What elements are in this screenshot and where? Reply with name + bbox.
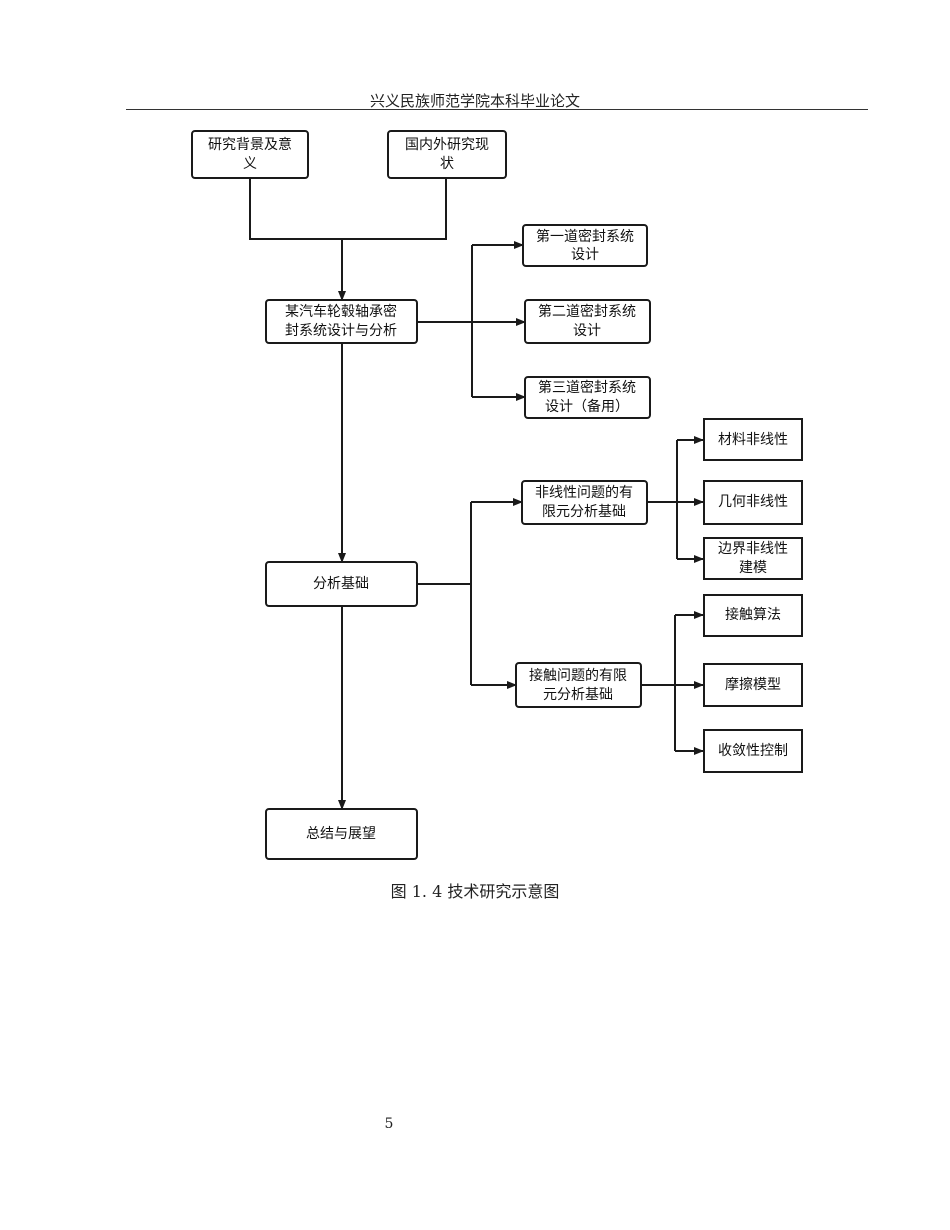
node-summary-outlook: 总结与展望 [265,808,418,860]
node-label: 设计 [573,323,601,339]
node-label: 非线性问题的有 [535,485,633,501]
node-label: 第三道密封系统 [538,379,636,396]
page-header: 兴义民族师范学院本科毕业论文 [369,92,580,110]
node-boundary-nonlinearity: 边界非线性 建模 [703,537,803,580]
node-label: 国内外研究现 [405,137,489,153]
node-label: 第二道密封系统 [538,303,636,320]
node-material-nonlinearity: 材料非线性 [703,418,803,461]
node-seal-3: 第三道密封系统 设计（备用） [524,376,651,419]
node-label: 分析基础 [313,575,369,592]
header-rule [126,109,868,110]
node-label: 元分析基础 [543,686,613,703]
node-label: 第一道密封系统 [536,228,634,245]
node-convergence-control: 收敛性控制 [703,729,803,773]
node-label: 封系统设计与分析 [285,323,397,339]
node-label: 限元分析基础 [542,503,626,520]
node-label: 材料非线性 [718,432,788,448]
page-number: 5 [384,1116,394,1132]
node-label: 边界非线性 [718,541,788,557]
figure-caption: 图 1. 4 技术研究示意图 [390,882,560,901]
node-geometric-nonlinearity: 几何非线性 [703,480,803,525]
node-label: 某汽车轮毂轴承密 [285,303,397,320]
node-label: 总结与展望 [306,826,376,842]
node-label: 接触问题的有限 [529,667,627,684]
node-label: 接触算法 [725,606,781,623]
node-contact-fea: 接触问题的有限 元分析基础 [515,662,642,708]
node-seal-2: 第二道密封系统 设计 [524,299,651,344]
node-friction-model: 摩擦模型 [703,663,803,707]
node-label: 义 [243,156,257,172]
node-analysis-basis: 分析基础 [265,561,418,607]
node-seal-1: 第一道密封系统 设计 [522,224,648,267]
node-seal-system-design: 某汽车轮毂轴承密 封系统设计与分析 [265,299,418,344]
node-label: 研究背景及意 [208,136,292,153]
node-label: 设计（备用） [545,398,629,415]
node-research-background: 研究背景及意 义 [191,130,309,179]
connectors [249,178,704,810]
edge-inputs-merge [249,178,447,240]
node-research-status: 国内外研究现 状 [387,130,507,179]
node-label: 建模 [739,560,767,576]
node-label: 摩擦模型 [725,676,781,693]
node-label: 几何非线性 [718,494,788,510]
node-label: 设计 [571,247,599,263]
node-label: 收敛性控制 [718,743,788,759]
node-label: 状 [440,156,454,172]
node-contact-algorithm: 接触算法 [703,594,803,637]
node-nonlinear-fea: 非线性问题的有 限元分析基础 [521,480,648,525]
